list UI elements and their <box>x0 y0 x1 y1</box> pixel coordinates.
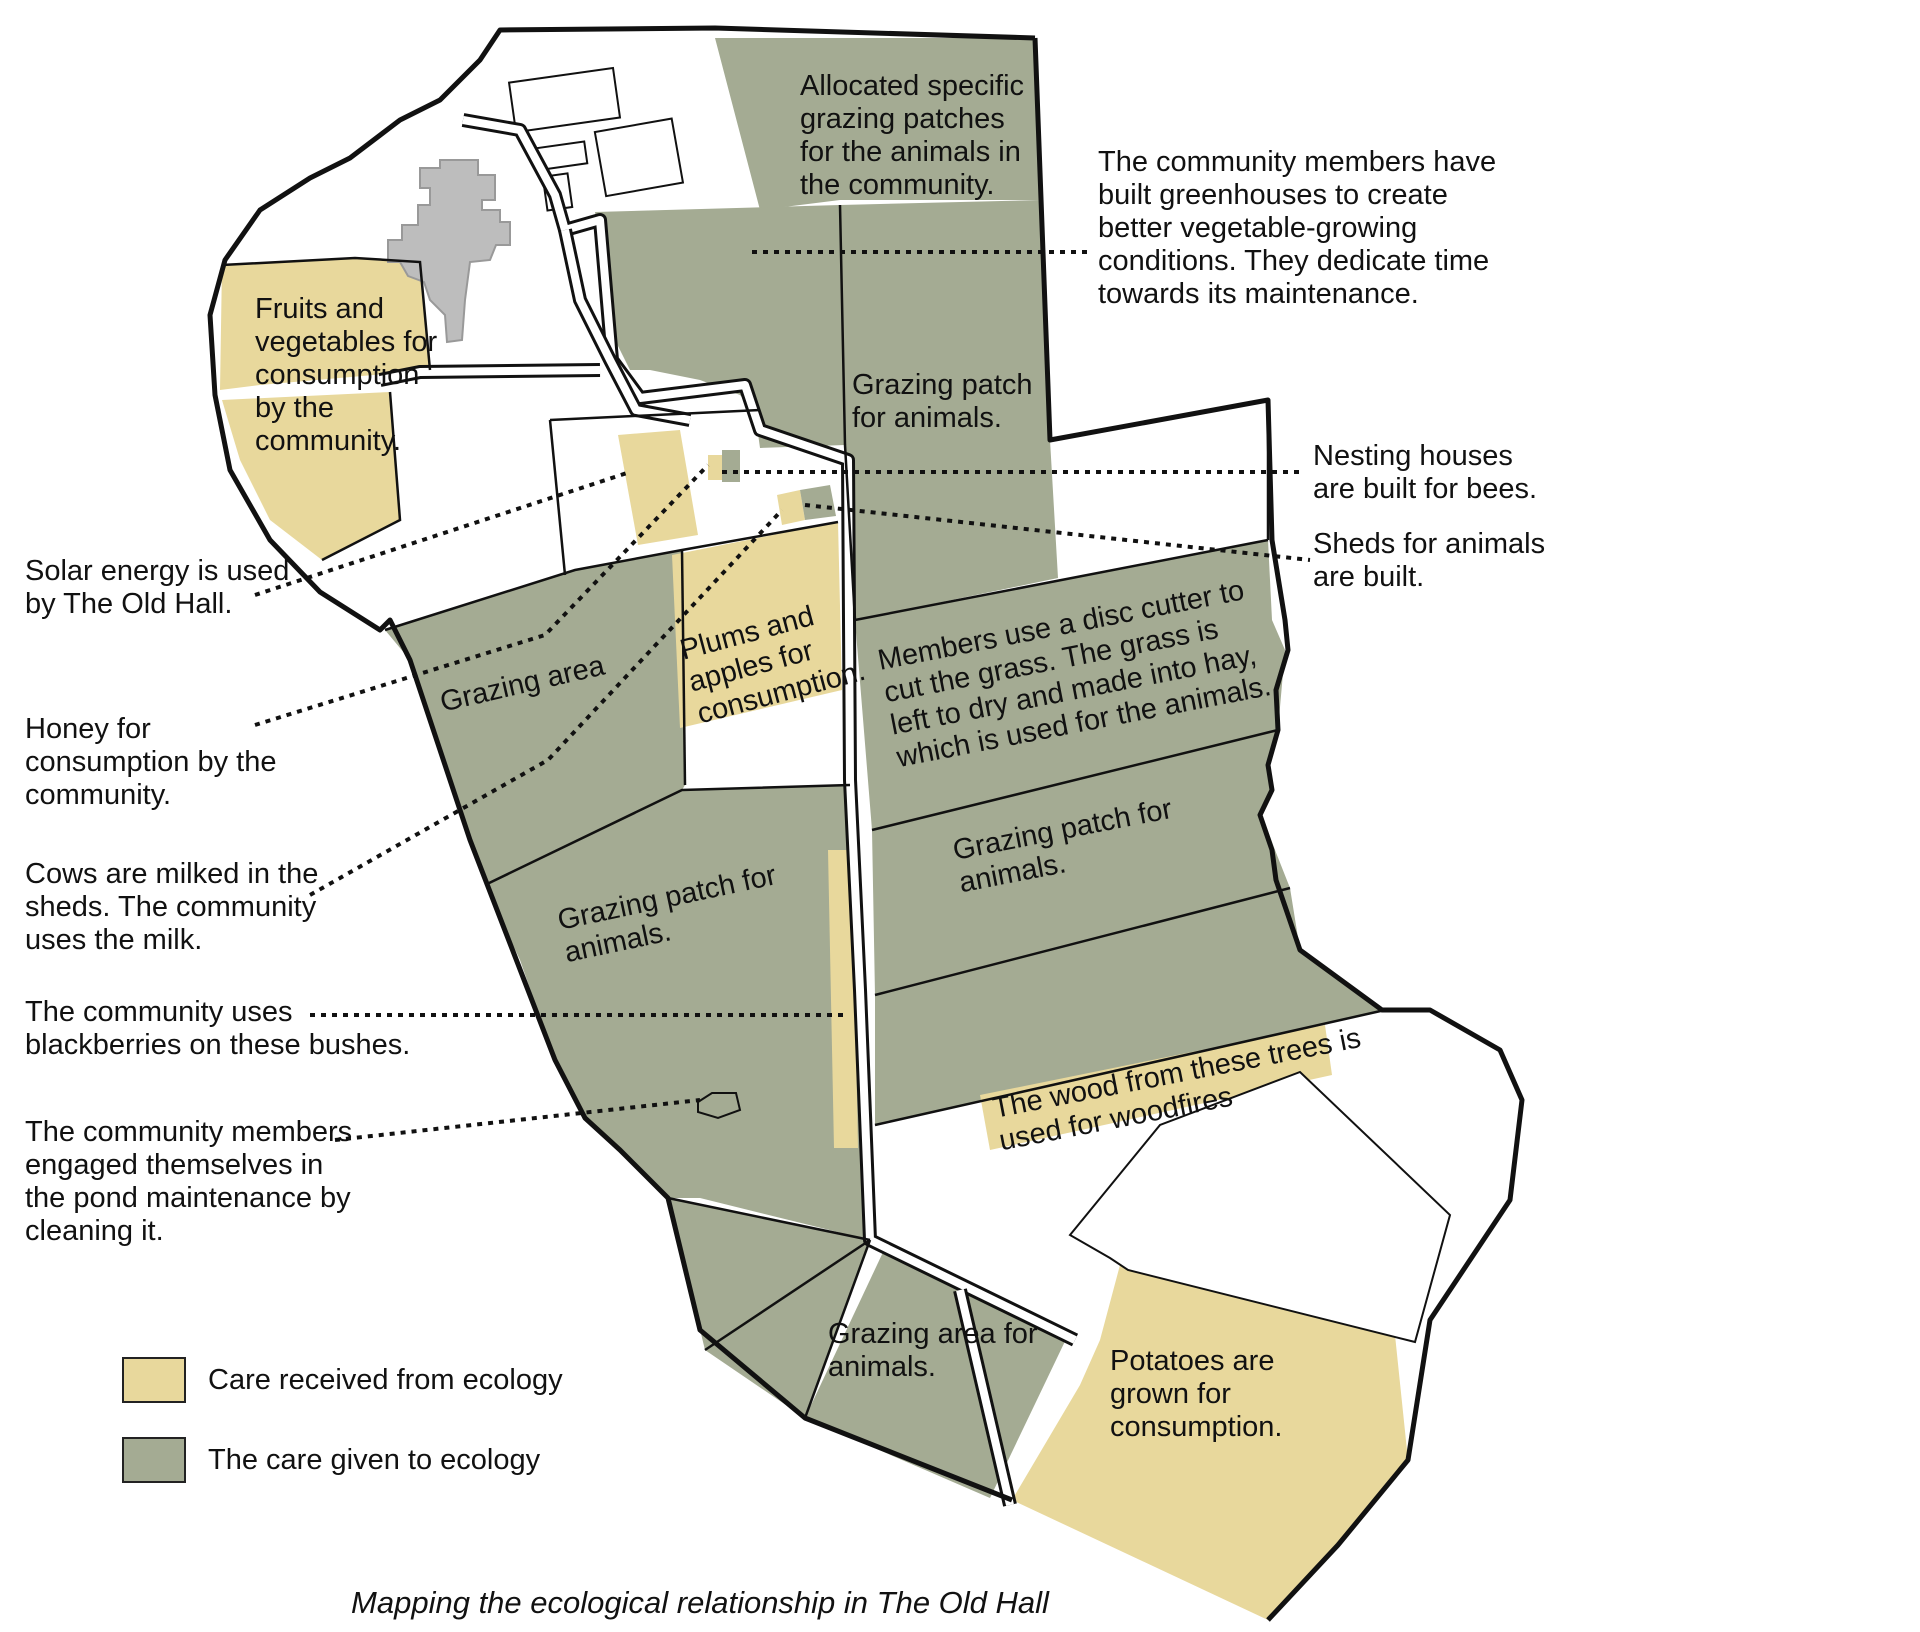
label-grazing-area-south: Grazing area for animals. <box>828 1318 1038 1383</box>
annotation-blackberries: The community uses blackberries on these… <box>25 996 411 1061</box>
field-north-west-grazing <box>595 205 845 448</box>
label-fruits-vegetables: Fruits and vegetables for consumption by… <box>255 293 438 457</box>
legend-care-given: The care given to ecology <box>122 1436 540 1484</box>
svg-text:Allocated specific: Allocated specific <box>800 70 1024 102</box>
leader-lines <box>254 250 1311 1142</box>
farm-building-4 <box>593 117 685 198</box>
shed-yellow <box>777 490 805 525</box>
field-grazing-patch-south <box>485 785 870 1240</box>
farm-building-1 <box>507 66 622 134</box>
solar-panels <box>618 430 698 545</box>
svg-text:consumption: consumption <box>255 359 419 391</box>
svg-text:Potatoes are: Potatoes are <box>1110 1345 1274 1377</box>
svg-text:for animals.: for animals. <box>852 402 1002 434</box>
annotation-greenhouses: The community members have built greenho… <box>1098 146 1497 310</box>
svg-text:grown for: grown for <box>1110 1378 1231 1410</box>
roads <box>378 113 1079 1507</box>
woodfire-trees <box>980 1025 1332 1150</box>
label-grazing-patch-north: Grazing patch for animals. <box>852 369 1033 434</box>
bee-house-grey <box>722 450 740 482</box>
shed-grey <box>800 485 836 520</box>
annotation-sheds: Sheds for animals are built. <box>1313 528 1546 593</box>
svg-text:for the animals in: for the animals in <box>800 136 1021 168</box>
legend-swatch-received <box>122 1357 186 1403</box>
label-allocated-patches: Allocated specific grazing patches for t… <box>800 70 1024 201</box>
field-disc-cutter <box>855 540 1285 830</box>
svg-text:Fruits and: Fruits and <box>255 293 384 325</box>
svg-text:consumption.: consumption. <box>1110 1411 1283 1443</box>
woodland-enclosure <box>1068 1070 1452 1344</box>
legend-care-received: Care received from ecology <box>122 1356 563 1404</box>
annotation-cows: Cows are milked in the sheds. The commun… <box>25 858 319 956</box>
svg-text:the community.: the community. <box>800 169 994 201</box>
field-grazing-patch-east <box>872 730 1290 995</box>
legend-swatch-given <box>122 1437 186 1483</box>
bee-house-yellow <box>708 455 722 480</box>
field-potatoes <box>1012 1265 1408 1620</box>
field-allocated-patches <box>715 38 1040 210</box>
field-east-lower <box>875 888 1385 1125</box>
annotation-solar: Solar energy is used by The Old Hall. <box>25 555 290 620</box>
svg-text:Grazing area for: Grazing area for <box>828 1318 1038 1350</box>
annotation-honey: Honey for consumption by the community. <box>25 713 277 811</box>
svg-text:vegetables for: vegetables for <box>255 326 438 358</box>
field-south-wedge-2 <box>705 1240 870 1418</box>
field-grazing-area-west <box>385 550 685 885</box>
estate-outline <box>207 25 1525 1622</box>
field-south-wedge-1 <box>668 1198 870 1350</box>
label-potatoes: Potatoes are grown for consumption. <box>1110 1345 1283 1443</box>
svg-text:community.: community. <box>255 425 401 457</box>
map-caption: Mapping the ecological relationship in T… <box>351 1585 1049 1620</box>
field-plums-apples <box>672 522 842 728</box>
the-old-hall-building <box>387 159 511 344</box>
svg-text:grazing patches: grazing patches <box>800 103 1005 135</box>
field-fruits-vegetables-top <box>220 258 430 390</box>
annotation-pond: The community members engaged themselves… <box>25 1116 353 1247</box>
svg-text:by the: by the <box>255 392 334 424</box>
field-fruits-vegetables-bottom <box>222 392 400 560</box>
annotation-nesting-houses: Nesting houses are built for bees. <box>1313 440 1538 505</box>
svg-text:Grazing patch: Grazing patch <box>852 369 1033 401</box>
pond <box>697 1092 742 1120</box>
field-boundaries <box>221 204 1386 1419</box>
svg-text:animals.: animals. <box>828 1351 936 1383</box>
